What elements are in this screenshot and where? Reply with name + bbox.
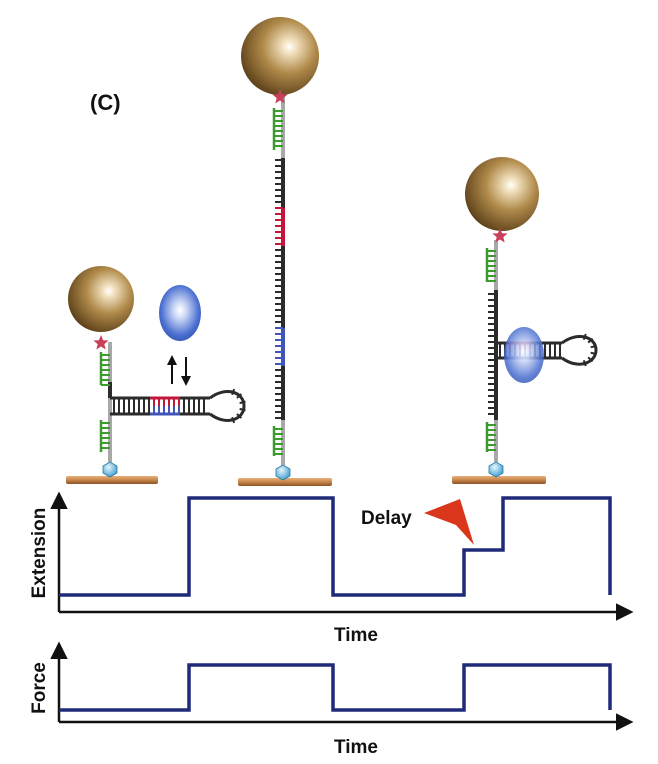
extension-trace	[59, 496, 612, 597]
surface-plate	[238, 478, 332, 486]
dna-handle	[485, 248, 496, 282]
dna-handle	[99, 352, 110, 386]
dna-handle	[99, 420, 110, 452]
surface-plate	[66, 476, 158, 484]
construct-folded-hairpin	[66, 266, 246, 484]
bead	[241, 17, 319, 95]
dna-backbone	[488, 240, 498, 462]
binding-equilibrium-arrows	[167, 355, 191, 386]
extension-plot: Extension Time Delay	[29, 491, 634, 646]
surface-plate	[452, 476, 546, 484]
anchor-point	[102, 461, 118, 478]
hairpin-stem	[110, 396, 210, 416]
construct-protein-bound	[452, 157, 598, 484]
extension-y-label: Extension	[29, 508, 50, 599]
delay-annotation: Delay	[361, 508, 412, 529]
dna-backbone	[275, 95, 285, 465]
hairpin-loop	[561, 333, 598, 367]
bead-attachment-star	[492, 228, 508, 243]
dna-handle	[272, 426, 283, 456]
bead	[68, 266, 134, 332]
binding-protein	[504, 327, 544, 383]
hairpin-loop	[209, 388, 246, 424]
anchor-point	[488, 461, 504, 478]
construct-unfolded	[238, 17, 332, 486]
bead	[465, 157, 539, 231]
bead-attachment-star	[93, 335, 109, 350]
panel-label: (C)	[90, 90, 121, 115]
dna-handle	[272, 108, 283, 150]
bead-attachment-star	[272, 89, 288, 104]
anchor-point	[275, 464, 291, 481]
dna-handle	[485, 422, 496, 452]
binding-protein	[159, 285, 201, 341]
force-plot: Force Time	[29, 641, 634, 758]
delay-marker	[424, 499, 474, 545]
force-y-label: Force	[29, 662, 50, 714]
force-x-label: Time	[334, 737, 378, 758]
force-trace	[59, 663, 612, 712]
extension-x-label: Time	[334, 625, 378, 646]
